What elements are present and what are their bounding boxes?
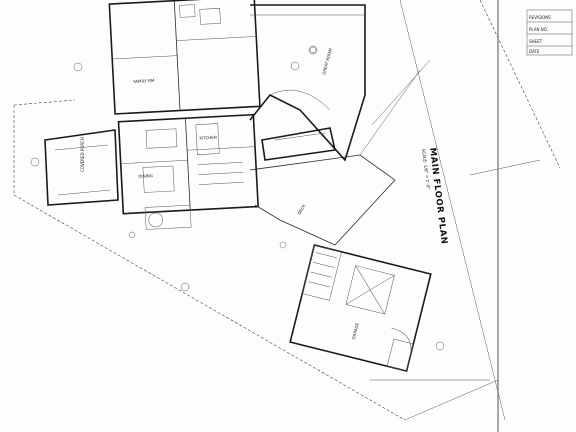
title-block-line-1: REVISIONS: [529, 15, 551, 20]
west-porch: COVERED PORCH: [44, 129, 119, 206]
label-great-room: GREAT ROOM: [321, 47, 333, 75]
main-house: FAMILY RM DINING KITCHEN: [108, 0, 261, 230]
title-block-line-4: DATE: [529, 49, 540, 54]
walkway: [261, 127, 336, 161]
section-markers: [30, 46, 445, 351]
sheet-title: MAIN FLOOR PLAN: [427, 147, 449, 245]
great-room-wing: GREAT ROOM: [249, 4, 366, 162]
label-family-room: FAMILY RM: [133, 78, 155, 84]
label-garage: GARAGE: [351, 322, 360, 340]
title-block-line-3: SHEET: [529, 39, 543, 44]
sheet-scale: SCALE: 1/8" = 1'-0": [421, 148, 431, 189]
label-kitchen: KITCHEN: [199, 135, 217, 141]
title-block: REVISIONS PLAN NO. SHEET DATE: [497, 0, 573, 432]
title-block-line-2: PLAN NO.: [529, 27, 548, 32]
garage: GARAGE: [289, 244, 432, 373]
label-dining: DINING: [138, 173, 153, 179]
label-covered-porch: COVERED PORCH: [80, 137, 85, 172]
label-deck: DECK: [297, 203, 307, 215]
sheet-title-group: MAIN FLOOR PLAN SCALE: 1/8" = 1'-0": [421, 147, 449, 245]
deck: DECK: [249, 59, 431, 246]
property-lines: [13, 0, 561, 421]
